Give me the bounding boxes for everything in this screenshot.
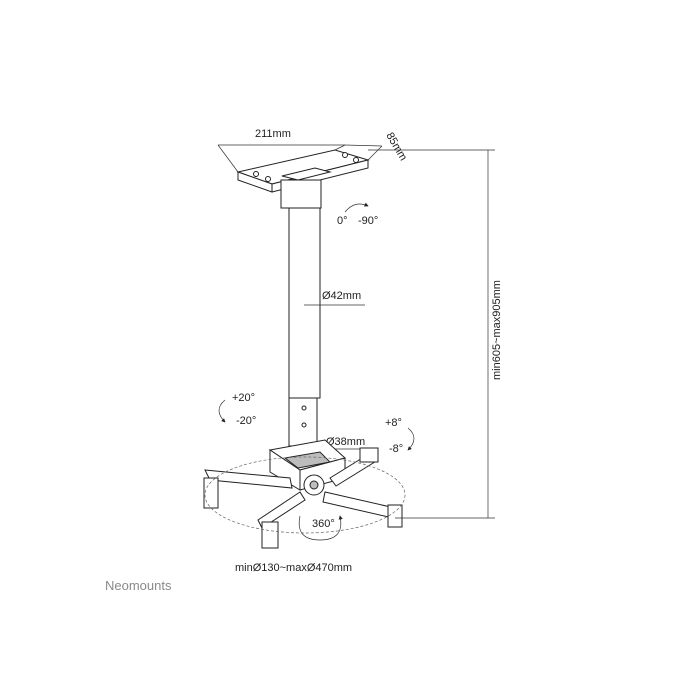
height-dimension: min605~max905mm — [368, 149, 503, 519]
main-tube — [288, 207, 321, 447]
plate-width-label: 211mm — [255, 128, 291, 140]
tilt-arrow-left: +20° -20° — [218, 392, 256, 427]
plate-depth-label: 85mm — [383, 131, 409, 163]
swivel-range: 360° — [204, 456, 406, 541]
tilt-arrow-right: +8° -8° — [385, 417, 415, 455]
tilt-arrow-top: 0° -90° — [337, 202, 378, 227]
lower-tube-diameter-label: Ø38mm — [326, 436, 365, 448]
brand-logo: Neomounts — [105, 578, 172, 593]
height-label: min605~max905mm — [491, 280, 503, 380]
tilt-left-plus: +20° — [232, 392, 255, 404]
tube-diameter-dimension: Ø42mm — [304, 290, 365, 306]
arm-range-label: minØ130~maxØ470mm — [235, 562, 352, 574]
tilt-top-max: -90° — [358, 215, 378, 227]
tilt-head — [268, 439, 347, 496]
tilt-left-minus: -20° — [236, 415, 256, 427]
tilt-right-plus: +8° — [385, 417, 402, 429]
plate-width-dimension: 211mm — [217, 128, 346, 173]
ceiling-plate — [236, 149, 370, 209]
tilt-right-minus: -8° — [389, 443, 403, 455]
tilt-top-min: 0° — [337, 215, 348, 227]
spider-arms — [203, 447, 403, 549]
tube-diameter-label: Ø42mm — [322, 290, 361, 302]
swivel-label: 360° — [312, 518, 335, 530]
